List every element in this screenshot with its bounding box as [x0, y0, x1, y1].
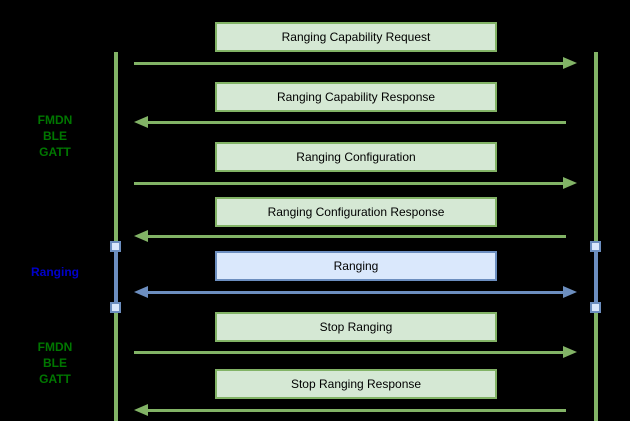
- arrowhead-right-icon: [563, 57, 577, 69]
- message-box: Ranging Configuration: [215, 142, 497, 172]
- section-label-line: GATT: [39, 145, 71, 159]
- section-label-line: Ranging: [31, 265, 79, 279]
- lifeline-left: [114, 52, 118, 421]
- message-box: Ranging Capability Response: [215, 82, 497, 112]
- message-arrow-shaft: [134, 182, 563, 185]
- section-label-ranging: Ranging: [20, 264, 90, 280]
- activation-start-node-right: [590, 241, 601, 252]
- arrowhead-left-icon: [134, 286, 148, 298]
- ranging-activation-right: [594, 247, 598, 308]
- message-arrow-shaft: [148, 121, 566, 124]
- section-label-line: GATT: [39, 372, 71, 386]
- section-label-line: BLE: [43, 129, 67, 143]
- lifeline-right: [594, 52, 598, 421]
- activation-end-node-left: [110, 302, 121, 313]
- message-box: Ranging: [215, 251, 497, 281]
- message-arrow-shaft: [148, 409, 566, 412]
- message-box: Ranging Configuration Response: [215, 197, 497, 227]
- section-label-line: BLE: [43, 356, 67, 370]
- ranging-activation-left: [114, 247, 118, 308]
- message-box: Stop Ranging: [215, 312, 497, 342]
- arrowhead-right-icon: [563, 286, 577, 298]
- section-label-fmdn-ble-gatt-top: FMDN BLE GATT: [20, 112, 90, 160]
- arrowhead-left-icon: [134, 116, 148, 128]
- arrowhead-right-icon: [563, 346, 577, 358]
- section-label-fmdn-ble-gatt-bottom: FMDN BLE GATT: [20, 339, 90, 387]
- section-label-line: FMDN: [37, 340, 73, 354]
- message-box: Stop Ranging Response: [215, 369, 497, 399]
- message-arrow-shaft: [148, 235, 566, 238]
- arrowhead-left-icon: [134, 404, 148, 416]
- message-arrow-shaft: [134, 351, 563, 354]
- message-box: Ranging Capability Request: [215, 22, 497, 52]
- activation-start-node-left: [110, 241, 121, 252]
- message-arrow-shaft: [134, 62, 563, 65]
- arrowhead-left-icon: [134, 230, 148, 242]
- message-arrow-shaft: [148, 291, 563, 294]
- activation-end-node-right: [590, 302, 601, 313]
- section-label-line: FMDN: [37, 113, 73, 127]
- arrowhead-right-icon: [563, 177, 577, 189]
